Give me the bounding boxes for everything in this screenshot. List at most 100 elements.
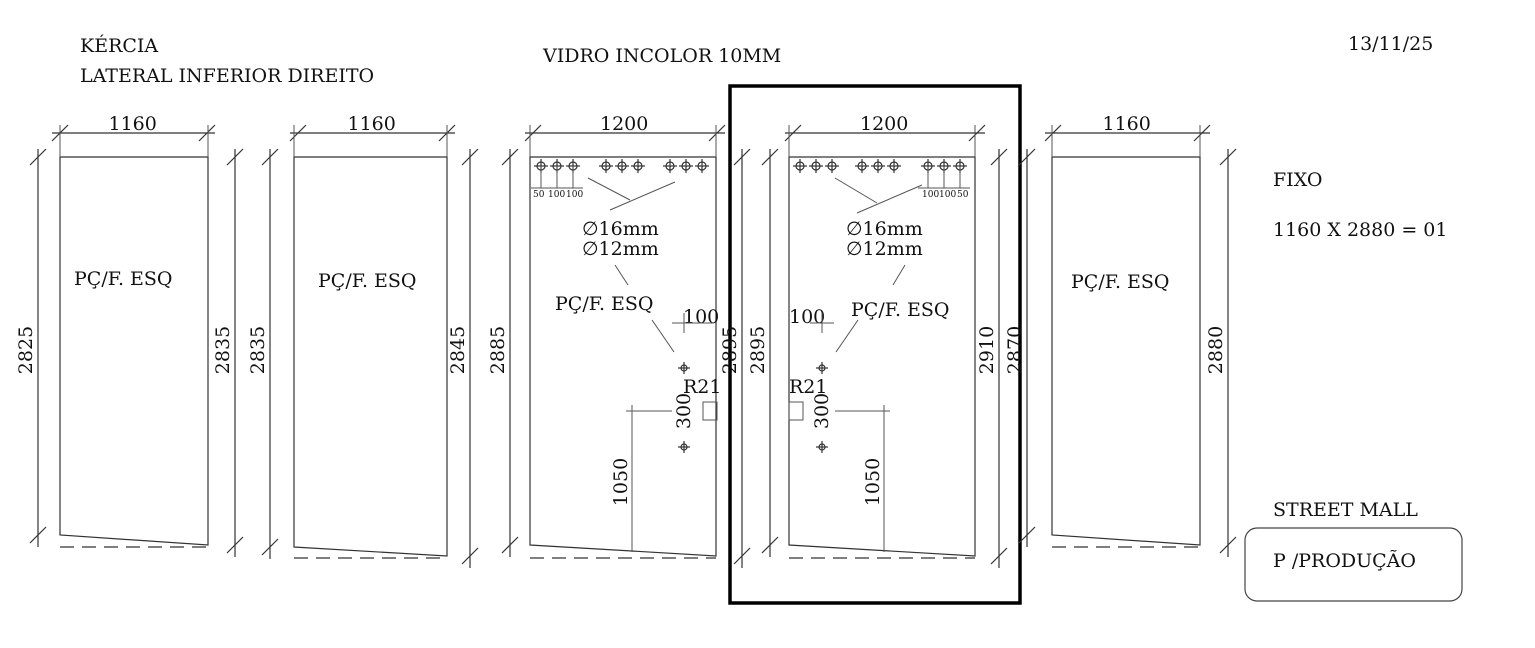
- dimension-tick: [1018, 148, 1036, 166]
- right-height-dimension: 2835: [212, 326, 234, 374]
- panel-outline: [1051, 156, 1201, 546]
- left-height-dimension: 2895: [747, 326, 769, 374]
- dimension-tick: [968, 124, 986, 142]
- drill-hole-icon: [816, 441, 828, 453]
- panel-label: PÇ/F. ESQ: [74, 268, 173, 290]
- hole-diameter-16: ∅16mm: [846, 218, 923, 240]
- client-name: KÉRCIA: [80, 34, 158, 57]
- selection-frame: [728, 84, 1022, 605]
- dimension-tick: [501, 536, 519, 554]
- dimension-tick: [990, 547, 1008, 565]
- material-label: VIDRO INCOLOR 10MM: [542, 45, 781, 67]
- right-height-dimension: 2910: [976, 326, 998, 374]
- project-label: STREET MALL: [1273, 499, 1418, 521]
- panel-label: PÇ/F. ESQ: [851, 299, 950, 321]
- panel-outline: [59, 156, 209, 546]
- drill-hole-icon: [599, 159, 613, 173]
- glass-panel-1: 1160 2825 2835 PÇ/F. ESQ: [15, 113, 244, 557]
- quantity-label: 1160 X 2880 = 01: [1273, 219, 1448, 241]
- radius-label: R21: [789, 376, 827, 398]
- dimension-tick: [990, 148, 1008, 166]
- dimension-tick: [1193, 124, 1211, 142]
- offset-dimension: 100: [789, 306, 825, 328]
- hole-diameter-12: ∅12mm: [582, 238, 659, 260]
- hole-spacing-dimension: 50: [957, 190, 969, 200]
- right-height-dimension: 2895: [719, 326, 741, 374]
- drill-hole-icon: [825, 159, 839, 173]
- dimension-tick: [501, 148, 519, 166]
- dimension-tick: [226, 148, 244, 166]
- drill-hole-icon: [855, 159, 869, 173]
- dimension-tick: [461, 547, 479, 565]
- dimension-tick: [29, 526, 47, 544]
- left-height-dimension: 2870: [1004, 326, 1026, 374]
- drill-hole-icon: [887, 159, 901, 173]
- dimension-tick: [461, 148, 479, 166]
- drill-hole-icon: [871, 159, 885, 173]
- panel-label: PÇ/F. ESQ: [1071, 271, 1170, 293]
- dimension-tick: [733, 547, 751, 565]
- production-stamp-text: P /PRODUÇÃO: [1273, 550, 1416, 572]
- dimension-tick: [226, 536, 244, 554]
- hole-spacing-dimension: 50: [533, 190, 545, 200]
- hole-diameter-12: ∅12mm: [846, 238, 923, 260]
- dimension-tick: [198, 124, 216, 142]
- location-label: LATERAL INFERIOR DIREITO: [80, 65, 374, 87]
- right-height-dimension: 2845: [447, 326, 469, 374]
- panel-outline: [293, 156, 448, 557]
- glass-panel-2: 1160 2835 2845 PÇ/F. ESQ: [247, 113, 479, 568]
- drill-hole-icon: [678, 362, 690, 374]
- dimension-tick: [261, 538, 279, 556]
- left-height-dimension: 2825: [15, 326, 37, 374]
- hole-spacing-dimension: 100: [939, 190, 956, 200]
- drill-hole-icon: [695, 159, 709, 173]
- drill-hole-icon: [816, 362, 828, 374]
- width-dimension: 1200: [860, 113, 908, 135]
- dimension-tick: [761, 536, 779, 554]
- glass-panel-4: 1200 2895 2910 PÇ/F. ESQ: [747, 113, 1008, 568]
- radius-label: R21: [683, 376, 721, 398]
- panel-label: PÇ/F. ESQ: [318, 270, 417, 292]
- left-height-dimension: 2885: [487, 326, 509, 374]
- right-height-dimension: 2880: [1205, 326, 1227, 374]
- width-dimension: 1160: [109, 113, 157, 135]
- drill-hole-icon: [679, 159, 693, 173]
- dimension-tick: [289, 124, 307, 142]
- dimension-tick: [708, 124, 726, 142]
- dimension-tick: [1018, 526, 1036, 544]
- panel-label: PÇ/F. ESQ: [555, 293, 654, 315]
- glass-panel-5: 1160 2870 2880 PÇ/F. ESQ: [1004, 113, 1237, 557]
- hole-diameter-16: ∅16mm: [582, 218, 659, 240]
- dimension-tick: [761, 148, 779, 166]
- production-stamp: [1244, 527, 1463, 602]
- dimension-tick: [733, 148, 751, 166]
- drill-hole-icon: [615, 159, 629, 173]
- type-label: FIXO: [1273, 169, 1322, 191]
- drill-hole-icon: [793, 159, 807, 173]
- left-height-dimension: 2835: [247, 326, 269, 374]
- hole-spacing-dimension: 100: [922, 190, 939, 200]
- drill-hole-icon: [663, 159, 677, 173]
- hole-gap-dimension: 300: [673, 393, 695, 429]
- width-dimension: 1160: [348, 113, 396, 135]
- drill-hole-icon: [809, 159, 823, 173]
- dimension-tick: [524, 124, 542, 142]
- dimension-tick: [261, 148, 279, 166]
- dimension-tick: [1044, 124, 1062, 142]
- lock-cutout: [702, 401, 718, 421]
- drill-hole-icon: [678, 441, 690, 453]
- hole-spacing-dimension: 100: [566, 190, 583, 200]
- lock-height-dimension: 1050: [862, 458, 884, 506]
- hole-gap-dimension: 300: [811, 393, 833, 429]
- date-label: 13/11/25: [1348, 33, 1433, 55]
- dimension-tick: [1219, 536, 1237, 554]
- width-dimension: 1160: [1103, 113, 1151, 135]
- lock-cutout: [788, 401, 804, 421]
- offset-dimension: 100: [683, 306, 719, 328]
- dimension-tick: [1219, 148, 1237, 166]
- drill-hole-icon: [631, 159, 645, 173]
- lock-height-dimension: 1050: [610, 458, 632, 506]
